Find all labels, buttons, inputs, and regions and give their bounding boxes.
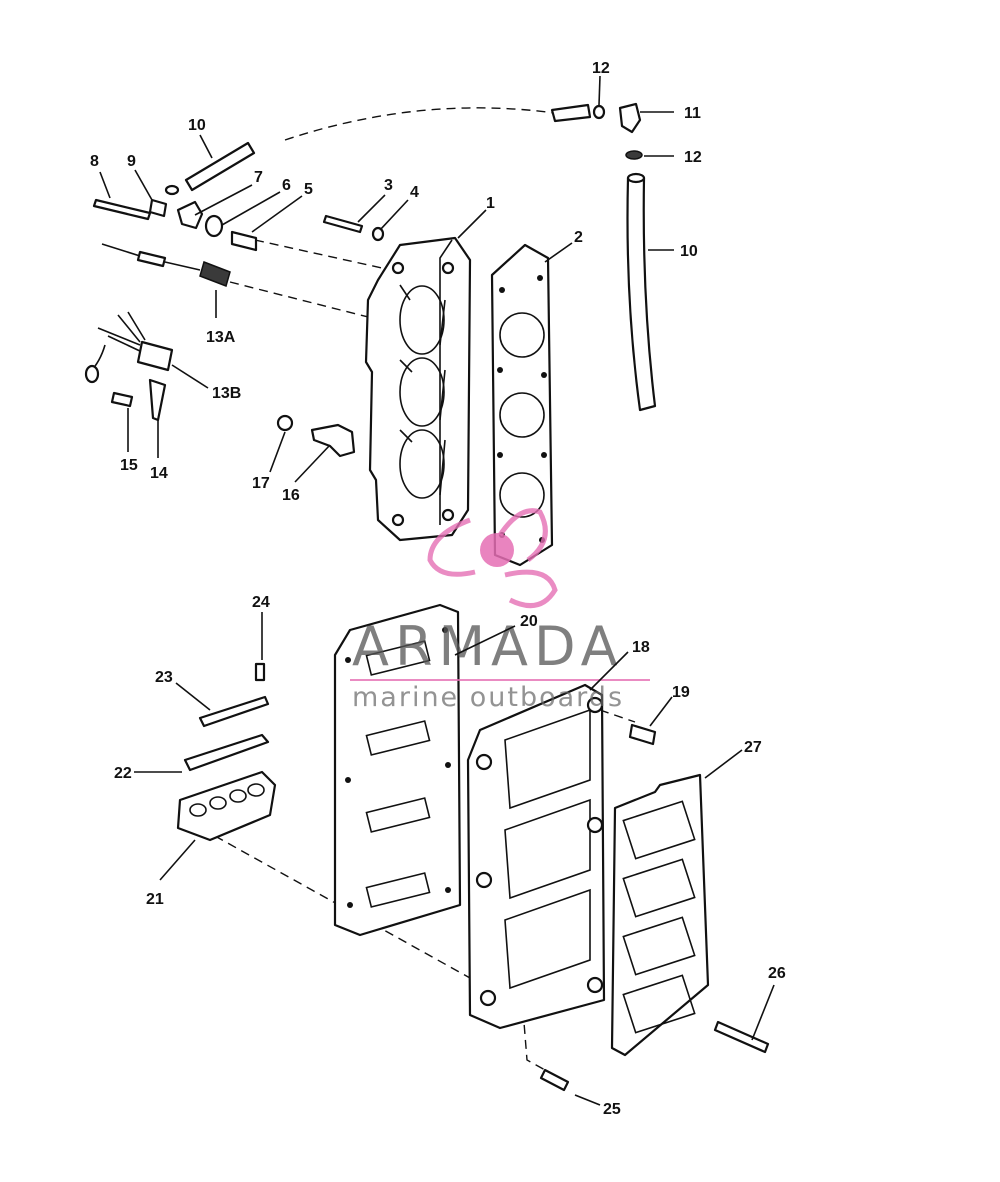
sensor-harness bbox=[84, 311, 174, 422]
manifold-bolt bbox=[628, 723, 657, 746]
callout-12-right: 12 bbox=[684, 149, 702, 166]
callout-13b: 13B bbox=[212, 385, 241, 402]
hose-clamps bbox=[592, 104, 643, 160]
callout-3: 3 bbox=[384, 177, 393, 194]
assembly-lines bbox=[214, 107, 636, 1071]
manifold-gasket bbox=[610, 773, 710, 1057]
callout-4: 4 bbox=[410, 184, 419, 201]
callout-9: 9 bbox=[127, 153, 136, 170]
callout-18: 18 bbox=[632, 639, 650, 656]
cylinder-head bbox=[364, 236, 472, 542]
callout-23: 23 bbox=[155, 669, 173, 686]
reed-petals bbox=[183, 733, 270, 772]
callout-17: 17 bbox=[252, 475, 270, 492]
intake-manifold bbox=[466, 683, 606, 1030]
elbow-fitting bbox=[618, 102, 642, 134]
callout-15: 15 bbox=[120, 457, 138, 474]
short-hose bbox=[550, 103, 592, 123]
intake-gasket bbox=[333, 603, 462, 937]
callout-20: 20 bbox=[520, 613, 538, 630]
armada-watermark: ARMADA marine outboards bbox=[350, 508, 650, 713]
callout-12-top: 12 bbox=[592, 60, 610, 77]
watermark-tagline: marine outboards bbox=[352, 682, 624, 713]
callout-16: 16 bbox=[282, 487, 300, 504]
reed-block bbox=[176, 770, 277, 842]
callout-7: 7 bbox=[254, 169, 263, 186]
callouts: 12 11 12 10 10 8 9 7 6 5 3 4 1 2 13A 13B… bbox=[90, 60, 786, 1118]
armada-logo-mark bbox=[427, 508, 558, 609]
head-gasket bbox=[490, 243, 554, 567]
temperature-switch bbox=[276, 414, 356, 458]
callout-10-left: 10 bbox=[188, 117, 206, 134]
callout-8: 8 bbox=[90, 153, 99, 170]
reed-stop bbox=[198, 695, 270, 728]
callout-26: 26 bbox=[768, 965, 786, 982]
callout-27: 27 bbox=[744, 739, 762, 756]
water-hose-right bbox=[626, 172, 657, 412]
callout-24: 24 bbox=[252, 594, 270, 611]
water-hose-left bbox=[184, 141, 256, 192]
leader-lines bbox=[99, 75, 775, 1106]
callout-5: 5 bbox=[304, 181, 313, 198]
callout-11: 11 bbox=[684, 105, 701, 122]
callout-13a: 13A bbox=[206, 329, 236, 346]
small-hardware bbox=[92, 184, 385, 287]
callout-25: 25 bbox=[603, 1101, 621, 1118]
callout-2: 2 bbox=[574, 229, 583, 246]
watermark-brand: ARMADA bbox=[352, 615, 624, 678]
reed-screw bbox=[254, 662, 266, 682]
callout-14: 14 bbox=[150, 465, 168, 482]
callout-6: 6 bbox=[282, 177, 291, 194]
screw-26 bbox=[713, 1020, 770, 1054]
callout-19: 19 bbox=[672, 684, 690, 701]
callout-21: 21 bbox=[146, 891, 164, 908]
callout-22: 22 bbox=[114, 765, 132, 782]
screw-25 bbox=[539, 1068, 570, 1092]
callout-1: 1 bbox=[486, 195, 495, 212]
callout-10-right: 10 bbox=[680, 243, 698, 260]
